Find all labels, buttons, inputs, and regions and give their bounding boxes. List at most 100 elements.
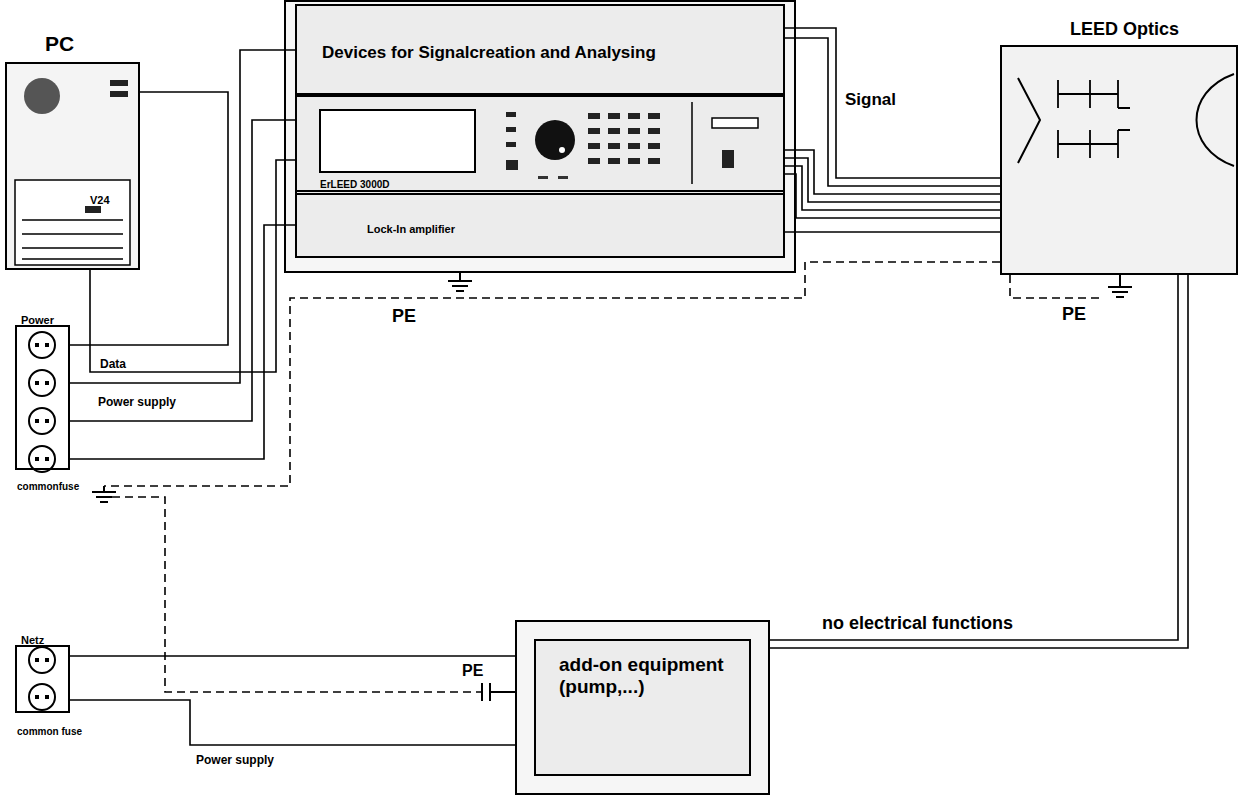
rotary-knob: [535, 120, 575, 160]
knob-marks: [538, 176, 568, 179]
wire-label: Power supply: [196, 754, 274, 768]
wire-strand: [70, 50, 295, 383]
node-label: Lock-In amplifier: [367, 223, 455, 236]
node-heading-wrap: commonfuse: [17, 476, 79, 494]
keypad: [588, 113, 660, 164]
power-strip: Netzcommon fuse: [15, 645, 70, 713]
signal-wire: [785, 150, 1000, 218]
wire-label-wrap: Power supply: [98, 392, 176, 410]
wire-strand: [70, 700, 515, 745]
socket-outlets: [29, 332, 55, 710]
rack-section: Devices for Signalcreation and Analysing: [295, 4, 785, 95]
power-strip: Powercommonfuse: [15, 325, 70, 470]
wire-strand: [770, 275, 1178, 640]
socket: [29, 647, 55, 673]
socket: [29, 684, 55, 710]
signal-wire: [785, 232, 1000, 233]
signal-wire: [70, 225, 295, 459]
equipment-housing: [515, 620, 770, 795]
earth-label-wrap: PE: [1062, 304, 1086, 325]
wire-strand: [785, 174, 1000, 218]
signal-wire: [70, 656, 515, 745]
controller-panel: ErLEED 3000D: [295, 95, 785, 195]
node-heading: Power: [21, 314, 54, 327]
node-heading: LEED Optics: [1070, 19, 1179, 40]
rack-frame: [285, 1, 795, 272]
pe-wire: [1010, 275, 1104, 298]
display-screen: [320, 110, 475, 172]
ground-symbol: [1108, 275, 1132, 297]
earth-label-wrap: PE: [462, 662, 483, 680]
grid-electrodes: [1058, 80, 1130, 158]
rack-face: [295, 4, 785, 258]
optics-body: [1000, 45, 1238, 275]
wire-strand: [90, 160, 295, 372]
fluorescent-screen: [1197, 74, 1235, 166]
signal-wire: [70, 50, 295, 383]
pe-wire: [112, 497, 482, 692]
earth-label: PE: [1062, 304, 1086, 325]
earth-label: PE: [462, 662, 483, 680]
wire-strand: [785, 231, 1000, 233]
wire-label: Signal: [845, 90, 896, 110]
wire-label: Data: [100, 358, 126, 372]
wire-label: no electrical functions: [822, 613, 1013, 634]
node-label-wrap: Devices for Signalcreation and Analysing: [322, 43, 656, 63]
wire-label-wrap: Power supply: [196, 750, 274, 768]
v24-port: [85, 206, 101, 213]
socket: [29, 332, 55, 358]
node-label: ErLEED 3000D: [320, 179, 389, 191]
node-label-wrap: V24: [90, 190, 110, 208]
equipment-box: add-on equipment (pump,...): [515, 620, 770, 795]
rack-section: Lock-In amplifier: [295, 190, 785, 258]
strip-body: [15, 645, 70, 713]
drive-bay: [15, 180, 130, 265]
node-label-wrap: Lock-In amplifier: [367, 219, 455, 237]
wire-strand: [70, 225, 295, 459]
node-label-wrap: add-on equipment (pump,...): [559, 654, 739, 698]
node-heading-wrap: Netz: [21, 630, 44, 648]
wire-strand: [70, 92, 228, 345]
node-heading-wrap: common fuse: [17, 721, 82, 739]
signal-wire: [770, 275, 1188, 648]
name-plate: [712, 118, 758, 128]
node-label: add-on equipment (pump,...): [559, 654, 739, 698]
node-heading: common fuse: [17, 726, 82, 738]
node-label: V24: [90, 194, 110, 207]
ground-symbol: [92, 486, 116, 502]
node-heading: PC: [45, 32, 74, 56]
power-switch: [722, 150, 734, 168]
panel-divider: [691, 102, 693, 184]
wire-strand: [770, 275, 1188, 648]
wire-label-wrap: no electrical functions: [822, 613, 1013, 634]
pc-case: [5, 62, 140, 270]
wire-strand: [785, 150, 1000, 194]
ground-symbol: [448, 272, 472, 291]
socket: [29, 370, 55, 396]
node-heading-wrap: LEED Optics: [1070, 19, 1179, 40]
wire-strand: [70, 655, 515, 657]
wire-strand: [785, 166, 1000, 210]
signal-wire: [70, 120, 295, 421]
earth-label-wrap: PE: [392, 306, 416, 327]
wire-strand: [70, 120, 295, 421]
node-label: Devices for Signalcreation and Analysing: [322, 43, 656, 63]
pc-ports: [110, 80, 128, 97]
wire-label-wrap: Signal: [845, 90, 896, 110]
node-heading: Netz: [21, 634, 44, 647]
drive-slots: [22, 220, 123, 259]
socket: [29, 408, 55, 434]
leed-optics-box: LEED Optics: [1000, 45, 1238, 275]
wire-label-wrap: Data: [100, 354, 126, 372]
wire-strand: [785, 38, 1000, 186]
panel-buttons: [506, 112, 518, 170]
pc-speaker: [24, 78, 60, 114]
pc-tower: PCV24: [5, 62, 140, 270]
knob-marker: [559, 147, 565, 153]
pe-terminal: [482, 683, 515, 701]
pe-wire: [104, 262, 1000, 486]
wire-strand: [785, 28, 1000, 178]
equipment-inner-panel: [535, 640, 750, 775]
node-heading: commonfuse: [17, 481, 79, 493]
